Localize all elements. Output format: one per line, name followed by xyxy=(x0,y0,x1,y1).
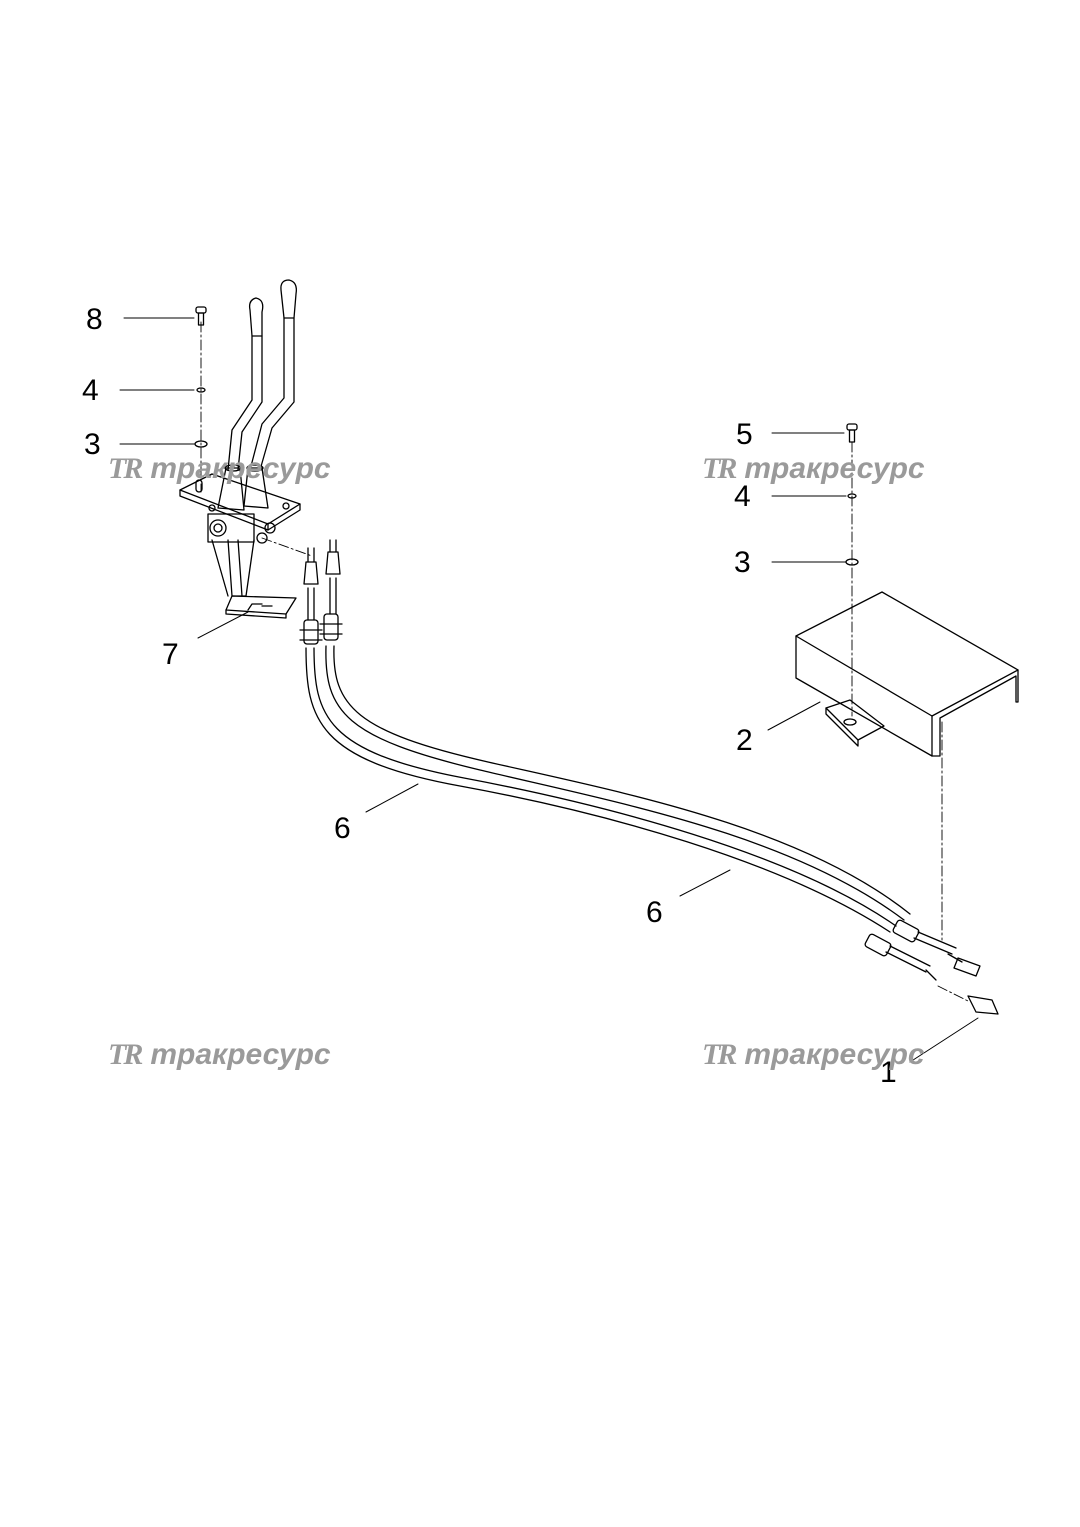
control-lever-assembly xyxy=(179,279,301,619)
callout-4: 4 xyxy=(734,480,751,513)
callout-3: 3 xyxy=(734,546,751,579)
leader-lines xyxy=(119,317,979,1063)
flat-washer-3-left xyxy=(194,440,208,448)
callout-5: 5 xyxy=(736,418,753,451)
callout-8: 8 xyxy=(86,303,103,336)
callout-7: 7 xyxy=(162,638,179,671)
bolt-5 xyxy=(846,423,858,443)
center-lines xyxy=(200,321,971,1003)
callout-6: 6 xyxy=(646,896,663,929)
callout-2: 2 xyxy=(736,724,753,757)
callout-4: 4 xyxy=(82,374,99,407)
lock-washer-4-right xyxy=(847,493,857,499)
flat-washer-3-right xyxy=(845,558,859,566)
cover-plate-2 xyxy=(795,591,1019,757)
callout-1: 1 xyxy=(880,1056,897,1089)
control-cables-6 xyxy=(299,539,999,1015)
lock-washer-4-left xyxy=(196,387,206,393)
bolt-8 xyxy=(195,306,207,326)
callout-6: 6 xyxy=(334,812,351,845)
callout-3: 3 xyxy=(84,428,101,461)
